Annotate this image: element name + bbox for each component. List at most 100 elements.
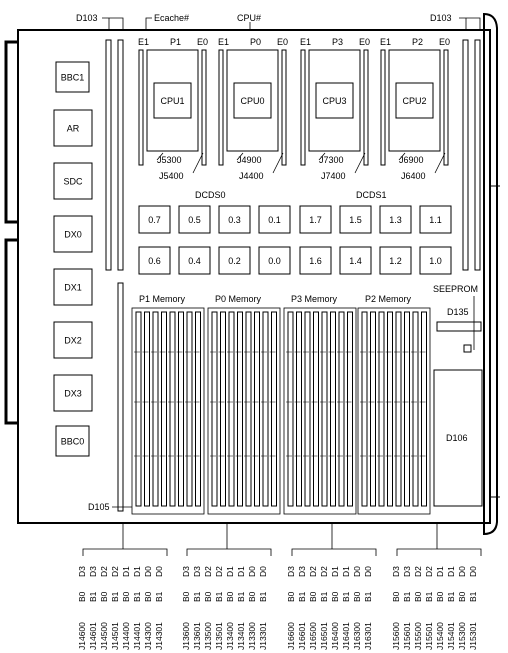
- memory-bank-label: D2: [203, 566, 213, 577]
- dcds-chip-top-label: 1.5: [349, 215, 362, 225]
- memory-slot: [313, 311, 319, 507]
- memory-bus-label: B1: [424, 591, 434, 602]
- memory-slot: [330, 311, 336, 507]
- memory-bank-label: D0: [143, 566, 153, 577]
- memory-connector-label: J14601: [88, 622, 98, 650]
- dcds-chip-bottom: [299, 246, 332, 275]
- memory-bus-label: B1: [468, 591, 478, 602]
- d105-label: D105: [88, 502, 110, 512]
- memory-bank-label: D2: [99, 566, 109, 577]
- cpu-module-outline: [388, 49, 441, 152]
- cpu-connector-top-label: J4900: [237, 155, 262, 165]
- memory-bank-label: D1: [330, 566, 340, 577]
- d106-label: D106: [446, 433, 468, 443]
- memory-group-outline: [283, 307, 357, 515]
- memory-connector-label: J15600: [391, 622, 401, 650]
- memory-slot: [271, 311, 277, 507]
- cpu-chip-label: CPU3: [322, 96, 346, 106]
- dcds-chip-top-label: 0.1: [268, 215, 281, 225]
- d103-right-slot-1: [462, 39, 469, 271]
- memory-slot: [347, 311, 353, 507]
- d103-left-slot-2: [117, 39, 124, 271]
- dcds-chip-top-label: 0.7: [148, 215, 161, 225]
- cpu-position-label: P0: [250, 37, 261, 47]
- ecache-e0-slot: [281, 49, 287, 166]
- memory-connector-label: J14401: [132, 622, 142, 650]
- dcds-chip-top: [339, 205, 372, 234]
- dcds-chip-top: [379, 205, 412, 234]
- cpu-connector-pointer: [318, 152, 326, 161]
- memory-bus-label: B0: [181, 591, 191, 602]
- memory-slot: [404, 311, 410, 507]
- dcds-chip-top-label: 0.5: [188, 215, 201, 225]
- cpu-position-label: P2: [412, 37, 423, 47]
- component-sdc: [53, 162, 93, 200]
- memory-bus-label: B1: [132, 591, 142, 602]
- memory-slot: [412, 311, 419, 507]
- dcds-chip-bottom: [419, 246, 452, 275]
- memory-bank-label: D0: [258, 566, 268, 577]
- memory-bank-label: D2: [214, 566, 224, 577]
- ecache-e0-slot: [443, 49, 449, 166]
- memory-connector-label: J13400: [225, 622, 235, 650]
- cpu-position-label: P3: [332, 37, 343, 47]
- ecache-e1-slot: [300, 49, 306, 166]
- memory-connector-label: J14400: [121, 622, 131, 650]
- dcds-chip-bottom: [339, 246, 372, 275]
- component-dx0: [53, 215, 93, 253]
- dcds-chip-bottom: [258, 246, 291, 275]
- memory-slot: [287, 311, 294, 507]
- legend-bracket: [82, 524, 168, 556]
- memory-bus-label: B1: [236, 591, 246, 602]
- memory-bank-label: D3: [181, 566, 191, 577]
- cpu-e1-label: E1: [380, 37, 391, 47]
- dcds-chip-bottom-label: 1.0: [429, 256, 442, 266]
- memory-bank-label: D0: [247, 566, 257, 577]
- right-handle: [483, 12, 498, 536]
- memory-connector-label: J15401: [446, 622, 456, 650]
- memory-bank-label: D1: [132, 566, 142, 577]
- memory-connector-label: J13501: [214, 622, 224, 650]
- memory-connector-label: J16501: [319, 622, 329, 650]
- memory-connector-label: J13301: [258, 622, 268, 650]
- dcds-chip-top: [258, 205, 291, 234]
- memory-connector-label: J15300: [457, 622, 467, 650]
- memory-connector-label: J13601: [192, 622, 202, 650]
- memory-connector-label: J13600: [181, 622, 191, 650]
- d106-chip: [433, 369, 483, 507]
- memory-bank-label: D3: [297, 566, 307, 577]
- cpu-connector-pointer: [156, 152, 164, 161]
- cpu-connector-bottom-label: J6400: [401, 171, 426, 181]
- dcds-chip-bottom: [379, 246, 412, 275]
- memory-bank-label: D2: [319, 566, 329, 577]
- seeprom-label: SEEPROM: [433, 284, 478, 294]
- legend-bracket: [291, 524, 377, 556]
- memory-bus-label: B0: [330, 591, 340, 602]
- cpu-e1-label: E1: [218, 37, 229, 47]
- memory-slot: [220, 311, 226, 507]
- legend-bracket: [396, 524, 482, 556]
- dcds-chip-bottom: [218, 246, 251, 275]
- cpu-chip-label: CPU2: [402, 96, 426, 106]
- dcds-chip-bottom-label: 1.6: [309, 256, 322, 266]
- memory-bank-label: D1: [435, 566, 445, 577]
- cpu-connector-top-label: J7300: [319, 155, 344, 165]
- memory-slot: [245, 311, 252, 507]
- memory-bus-label: B0: [143, 591, 153, 602]
- d103-right-pointer: [459, 17, 481, 30]
- memory-bus-label: B1: [363, 591, 373, 602]
- dcds-chip-bottom-label: 0.4: [188, 256, 201, 266]
- dcds-chip-top-label: 1.7: [309, 215, 322, 225]
- memory-connector-label: J16300: [352, 622, 362, 650]
- memory-bank-label: D3: [77, 566, 87, 577]
- memory-group-label: P2 Memory: [365, 294, 412, 304]
- memory-bus-label: B1: [214, 591, 224, 602]
- memory-bank-label: D0: [363, 566, 373, 577]
- memory-slot: [254, 311, 260, 507]
- dcds-chip-top-label: 0.3: [228, 215, 241, 225]
- memory-bank-label: D1: [446, 566, 456, 577]
- dcds-chip-top-label: 1.3: [389, 215, 402, 225]
- cpu-module-outline: [146, 49, 199, 152]
- memory-bank-label: D3: [88, 566, 98, 577]
- cpu-chip-label: CPU1: [160, 96, 184, 106]
